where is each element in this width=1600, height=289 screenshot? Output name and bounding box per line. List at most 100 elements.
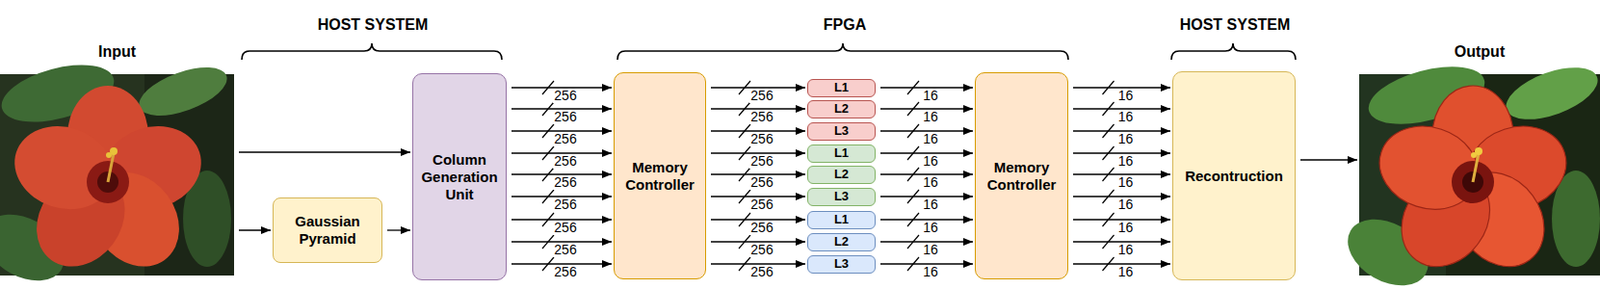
bus-width-label: 256 <box>552 264 578 280</box>
bus-width-slash <box>542 212 554 227</box>
box-label: L3 <box>834 189 849 204</box>
bus-width-label: 16 <box>1117 175 1135 190</box>
bus-width-label: 16 <box>921 175 940 190</box>
box-label: L2 <box>834 167 849 182</box>
bus-width-label: 256 <box>749 88 774 104</box>
bus-width-slash <box>907 189 919 204</box>
memory-controller-box: Memory Controller <box>974 72 1069 280</box>
bus-width-slash <box>738 80 751 95</box>
bus-width-slash <box>542 167 554 182</box>
bus-width-slash <box>907 146 919 160</box>
bus-width-slash <box>738 257 751 271</box>
box-label: L2 <box>834 102 849 116</box>
bus-width-label: 16 <box>1117 197 1135 212</box>
bus-width-label: 16 <box>921 220 940 236</box>
input-image: Input <box>0 42 235 276</box>
output-image: Output <box>1359 42 1600 276</box>
bus-width-label: 16 <box>921 131 940 147</box>
group-bracket <box>1171 43 1296 60</box>
bus-width-label: 256 <box>749 109 774 125</box>
level-buffer: L1 <box>807 144 876 163</box>
bus-width-slash <box>542 124 554 138</box>
bus-width-label: 16 <box>1117 131 1135 147</box>
bus-width-label: 16 <box>921 154 940 169</box>
bus-width-label: 16 <box>921 242 940 258</box>
level-buffer: L2 <box>807 165 876 184</box>
bus-width-slash <box>1102 124 1115 138</box>
bus-width-label: 256 <box>552 109 578 125</box>
process-box: Recontruction <box>1172 71 1296 281</box>
data-arrow <box>238 229 271 231</box>
box-label: L3 <box>834 257 849 271</box>
bus-width-slash <box>907 212 919 227</box>
bus-width-slash <box>1102 167 1115 182</box>
bus-width-label: 256 <box>749 175 774 190</box>
bus-width-label: 16 <box>1117 220 1135 236</box>
bus-width-label: 256 <box>552 220 578 236</box>
bus-width-slash <box>907 80 919 95</box>
level-buffer: L1 <box>807 210 876 230</box>
bus-width-label: 256 <box>552 175 578 190</box>
bus-width-slash <box>1102 235 1115 249</box>
bus-width-slash <box>738 212 751 227</box>
bus-width-label: 256 <box>552 197 578 212</box>
box-label: L1 <box>834 146 849 160</box>
bus-width-label: 256 <box>552 88 578 104</box>
process-box: Column Generation Unit <box>412 73 507 281</box>
bus-width-slash <box>907 257 919 271</box>
level-buffer: L3 <box>807 187 876 207</box>
level-buffer: L1 <box>807 78 876 98</box>
bus-width-slash <box>907 124 919 138</box>
box-label: Memory Controller <box>977 158 1066 194</box>
input-photo <box>0 53 235 289</box>
group-title: FPGA <box>823 16 866 34</box>
bus-width-slash <box>1102 102 1115 116</box>
bus-width-slash <box>738 167 751 182</box>
bus-width-slash <box>1102 146 1115 160</box>
box-label: L2 <box>834 235 849 249</box>
box-label: L1 <box>834 212 849 227</box>
data-arrow <box>1300 158 1358 160</box>
group-title: HOST SYSTEM <box>317 16 429 34</box>
bus-width-label: 16 <box>1117 264 1135 280</box>
bus-width-label: 256 <box>749 131 774 147</box>
level-buffer: L2 <box>807 100 876 119</box>
bus-width-label: 16 <box>1117 88 1135 104</box>
bus-width-label: 256 <box>552 242 578 258</box>
image-title: Output <box>1454 42 1505 61</box>
group-bracket <box>617 43 1069 60</box>
bus-width-label: 16 <box>1117 242 1135 258</box>
bus-width-label: 256 <box>749 264 774 280</box>
bus-width-slash <box>907 167 919 182</box>
bus-width-slash <box>542 102 554 116</box>
bus-width-slash <box>1102 257 1115 271</box>
bus-width-label: 16 <box>921 88 940 104</box>
bus-width-slash <box>1102 212 1115 227</box>
bus-width-label: 256 <box>749 154 774 169</box>
bus-width-slash <box>738 146 751 160</box>
bus-width-slash <box>738 124 751 138</box>
box-label: Gaussian Pyramid <box>275 212 380 248</box>
bus-width-label: 256 <box>749 197 774 212</box>
level-buffer: L3 <box>807 122 876 141</box>
bus-width-slash <box>907 235 919 249</box>
bus-width-slash <box>738 102 751 116</box>
group-bracket <box>241 43 502 60</box>
box-label: L3 <box>834 124 849 138</box>
bus-width-label: 16 <box>921 264 940 280</box>
data-arrow <box>238 151 411 153</box>
data-arrow <box>387 229 411 231</box>
box-label: Column Generation Unit <box>415 151 504 204</box>
bus-width-label: 16 <box>921 197 940 212</box>
group-title: HOST SYSTEM <box>1180 16 1291 34</box>
bus-width-slash <box>542 235 554 249</box>
bus-width-label: 256 <box>552 154 578 169</box>
bus-width-slash <box>542 189 554 204</box>
process-box: Gaussian Pyramid <box>272 197 383 263</box>
bus-width-label: 256 <box>749 220 774 236</box>
box-label: L1 <box>834 80 849 95</box>
box-label: Memory Controller <box>616 158 704 194</box>
box-label: Recontruction <box>1184 167 1284 185</box>
